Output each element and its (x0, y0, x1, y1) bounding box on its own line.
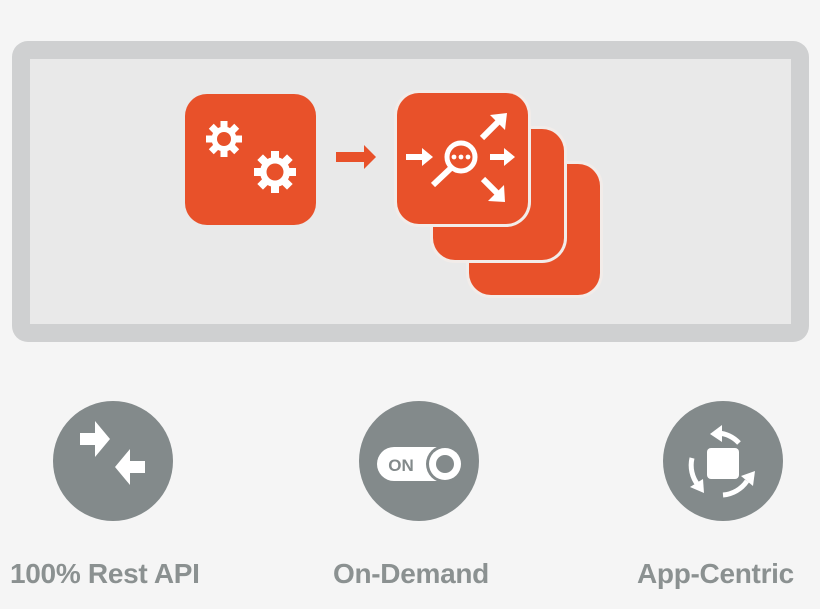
magnifier-distribute-icon (406, 113, 515, 202)
swap-arrows-icon (80, 421, 145, 485)
app-centric-badge (663, 401, 783, 521)
feature-label-rest-api: 100% Rest API (10, 558, 200, 589)
on-demand-badge: ON (359, 401, 479, 521)
toggle-text: ON (388, 456, 414, 475)
feature-label-on-demand: On-Demand (333, 558, 489, 589)
rest-api-badge (53, 401, 173, 521)
diagram-frame (12, 41, 809, 342)
stack-card-1 (397, 93, 528, 224)
gears-card (185, 94, 316, 225)
feature-label-app-centric: App-Centric (637, 558, 794, 589)
gears-icon (206, 121, 296, 193)
rotate-cycle-icon (688, 425, 755, 498)
arrow-right-icon (336, 145, 376, 169)
on-toggle-icon: ON (377, 445, 464, 483)
